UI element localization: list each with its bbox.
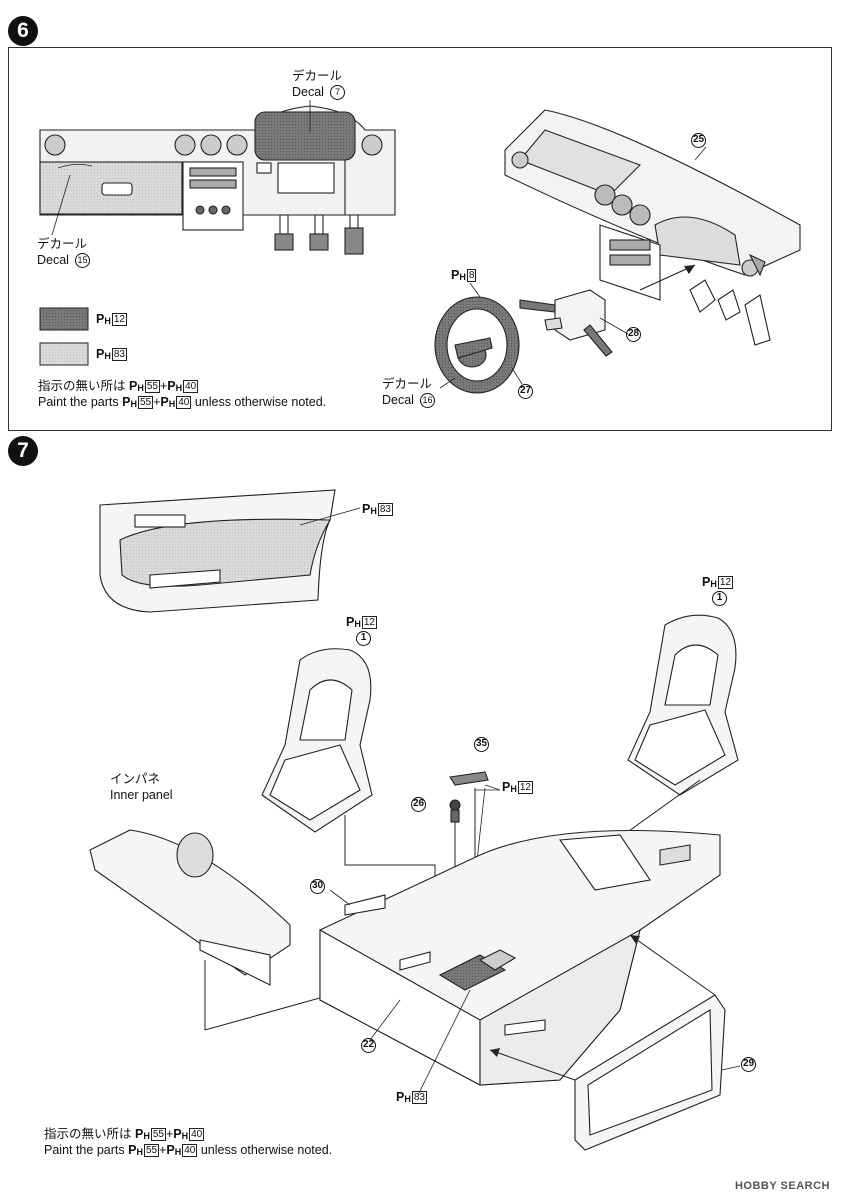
part-29-callout: 29 [741,1057,756,1073]
interior-tub-part [319,829,721,1086]
part-22-callout: 22 [361,1038,376,1054]
step-6-badge: 6 [8,16,38,46]
part-26-callout: 26 [411,797,426,813]
right-seat-part [627,614,739,796]
steering-wheel-part [434,296,520,394]
dashboard-front-view [39,100,396,255]
column-switch-part [519,289,613,357]
inner-panel-label: インパネ Inner panel [110,772,173,802]
part-35-callout: 35 [474,737,489,753]
part-30-callout: 30 [310,879,325,895]
inner-panel-part [89,829,291,986]
left-seat-part [261,648,373,833]
step-7-badge: 7 [8,436,38,466]
part-27-callout: 27 [518,384,533,400]
watermark-text: HOBBY SEARCH [734,1180,830,1192]
legend-swatch-light [39,342,89,366]
legend-swatch-dark [39,307,89,331]
shift-lever-part [449,771,489,823]
door-panel-part [99,489,336,613]
part-28-callout: 28 [626,327,641,343]
dashboard-3d [504,109,801,346]
part-25-callout: 25 [691,133,706,149]
